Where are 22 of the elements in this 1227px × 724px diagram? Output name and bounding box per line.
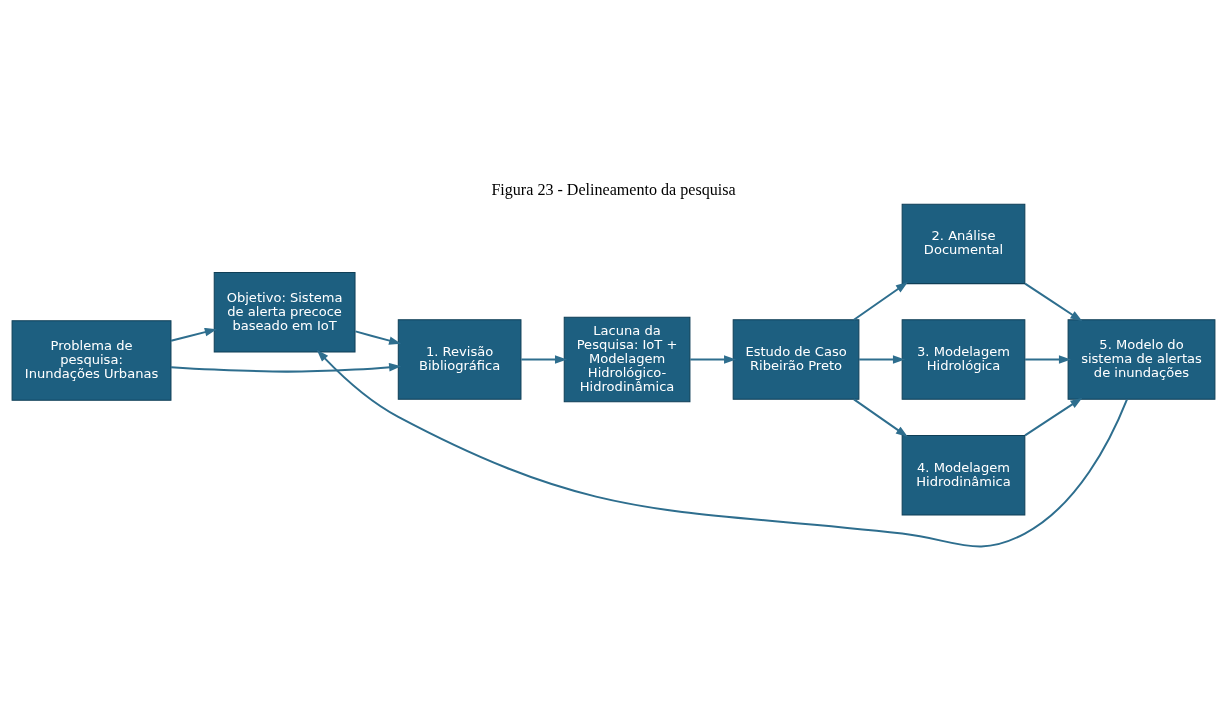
node-box: 1. Revisão Bibliográfica: [397, 318, 522, 400]
arrow: [170, 327, 217, 342]
node-box: 5. Modelo do sistema de alertas de inundações: [1067, 318, 1216, 400]
arrow: [853, 398, 908, 437]
node-box: Objetivo: Sistema de alerta precoce baseado em IoT: [213, 271, 356, 353]
node-box: 3. Modelagem Hidrológica: [901, 318, 1026, 400]
arrow: [355, 329, 402, 345]
arrow: [316, 349, 1128, 547]
arrow: [170, 362, 402, 373]
arrow: [521, 354, 568, 364]
node-box: 2. Análise Documental: [901, 203, 1026, 284]
arrow: [1024, 397, 1083, 436]
node-box: Problema de pesquisa: Inundações Urbanas: [11, 319, 172, 401]
node-box: 4. Modelagem Hidrodinâmica: [901, 434, 1026, 515]
diagram-title: Figura 23 - Delineamento da pesquisa: [491, 180, 736, 198]
arrow: [853, 281, 908, 321]
arrow: [859, 354, 906, 364]
arrow: [1025, 354, 1072, 364]
arrow: [1024, 282, 1083, 321]
node-box: Estudo de Caso Ribeirão Preto: [732, 318, 860, 400]
arrow: [690, 354, 737, 364]
node-box: Lacuna da Pesquisa: IoT + Modelagem Hidrológico-Hidrodinâmica: [563, 316, 691, 402]
